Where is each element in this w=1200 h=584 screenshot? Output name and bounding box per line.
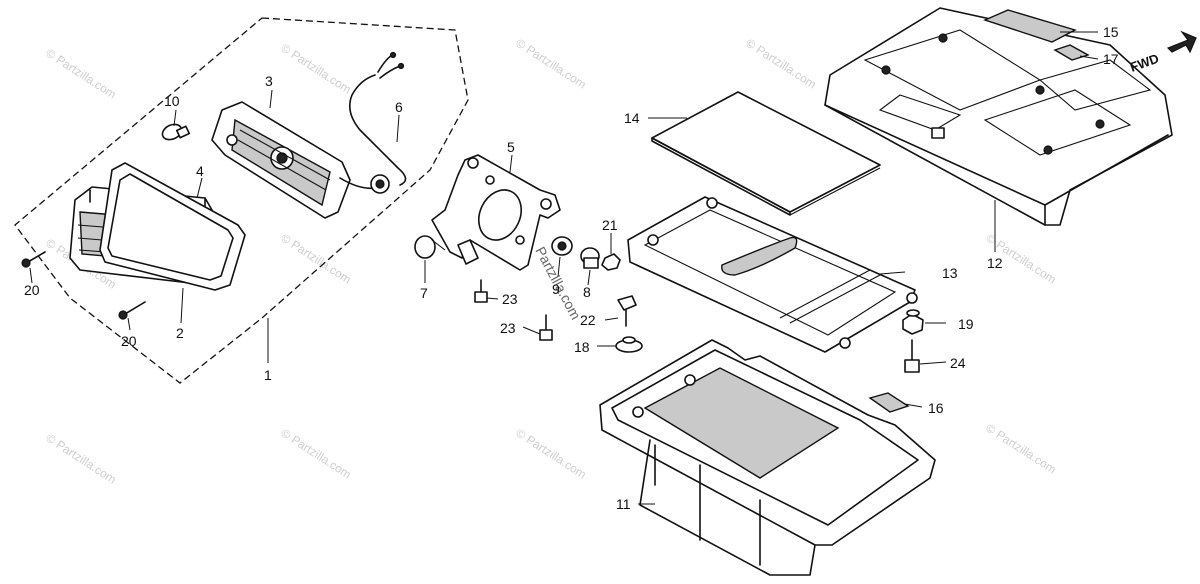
screw-part-20a bbox=[21, 251, 46, 268]
watermark-text: © Partzilla.com bbox=[278, 41, 353, 97]
bolt-part-23a bbox=[474, 279, 488, 303]
forward-direction-indicator: FWD bbox=[1128, 30, 1197, 75]
part-label-18: 18 bbox=[574, 339, 590, 355]
part-labels: 3 10 6 4 5 20 20 2 1 7 23 23 9 8 21 22 1… bbox=[24, 24, 1119, 512]
part-label-9: 9 bbox=[552, 281, 560, 297]
watermark-text: © Partzilla.com bbox=[513, 36, 588, 92]
watermark-text: © Partzilla.com bbox=[278, 231, 353, 287]
part-label-23a: 23 bbox=[502, 291, 518, 307]
label-part-17 bbox=[1053, 44, 1090, 61]
watermark-text: © Partzilla.com bbox=[278, 426, 353, 482]
part-label-3: 3 bbox=[265, 73, 273, 89]
part-label-5: 5 bbox=[507, 139, 515, 155]
label-part-16 bbox=[868, 392, 910, 413]
nut-part bbox=[601, 253, 621, 271]
wiring-part bbox=[339, 51, 407, 194]
watermark-text: © Partzilla.com bbox=[43, 46, 118, 102]
bulb-part bbox=[161, 123, 191, 141]
part-label-6: 6 bbox=[395, 99, 403, 115]
bolt-part-22 bbox=[617, 295, 637, 327]
watermark-text: © Partzilla.com bbox=[513, 426, 588, 482]
part-label-15: 15 bbox=[1103, 24, 1119, 40]
part-label-24: 24 bbox=[950, 355, 966, 371]
part-label-20b: 20 bbox=[121, 333, 137, 349]
cap-part bbox=[414, 235, 446, 259]
watermark-text: © Partzilla.com bbox=[743, 36, 818, 92]
bolt-part-23b bbox=[539, 314, 553, 341]
part-label-16: 16 bbox=[928, 400, 944, 416]
part-label-21: 21 bbox=[602, 217, 618, 233]
gasket-part bbox=[99, 162, 246, 291]
fwd-label: FWD bbox=[1128, 51, 1161, 75]
part-label-2: 2 bbox=[176, 325, 184, 341]
tray-part bbox=[627, 196, 918, 353]
bolt-part-19 bbox=[902, 309, 924, 335]
part-label-19: 19 bbox=[958, 316, 974, 332]
label-part-15 bbox=[983, 9, 1077, 43]
part-label-20a: 20 bbox=[24, 282, 40, 298]
part-label-13: 13 bbox=[942, 265, 958, 281]
part-label-7: 7 bbox=[420, 285, 428, 301]
collar-part bbox=[580, 247, 600, 269]
rear-cover-part bbox=[824, 7, 1173, 226]
part-label-1: 1 bbox=[264, 367, 272, 383]
bracket-part bbox=[431, 154, 561, 271]
part-label-12: 12 bbox=[987, 255, 1003, 271]
taillight-assembly-boundary bbox=[14, 17, 469, 384]
part-label-17: 17 bbox=[1103, 51, 1119, 67]
part-label-10: 10 bbox=[164, 93, 180, 109]
part-label-23b: 23 bbox=[500, 320, 516, 336]
part-label-22: 22 bbox=[580, 312, 596, 328]
sheet-part bbox=[651, 91, 881, 216]
grommet-part bbox=[551, 236, 573, 256]
part-label-14: 14 bbox=[624, 110, 640, 126]
screw-part-20b bbox=[118, 301, 146, 320]
lamp-housing-part bbox=[211, 101, 351, 219]
leader-lines bbox=[29, 31, 1099, 505]
bolt-part-24 bbox=[904, 339, 920, 373]
watermark-text: © Partzilla.com bbox=[43, 431, 118, 487]
part-label-11: 11 bbox=[616, 496, 631, 512]
part-label-4: 4 bbox=[196, 163, 204, 179]
part-label-8: 8 bbox=[583, 284, 591, 300]
watermark-text: © Partzilla.com bbox=[983, 421, 1058, 477]
cushion-part bbox=[615, 336, 643, 353]
case-part bbox=[599, 339, 936, 576]
